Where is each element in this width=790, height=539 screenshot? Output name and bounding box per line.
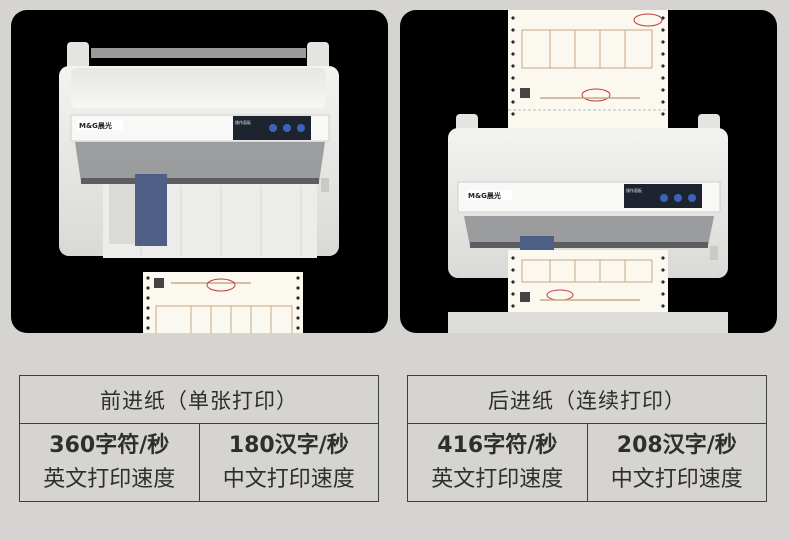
continuous-form-front: [508, 250, 668, 312]
control-panel: 操作面板: [624, 184, 702, 208]
button-1[interactable]: [269, 124, 277, 132]
button-3[interactable]: [688, 194, 696, 202]
spec-value: 180汉字/秒: [228, 433, 349, 458]
brand-logo: M&G晨光: [466, 190, 512, 200]
spec-label: 中文打印速度: [222, 467, 355, 492]
svg-text:操作面板: 操作面板: [626, 187, 642, 193]
brand-logo: M&G晨光: [77, 120, 123, 130]
spec-label: 中文打印速度: [610, 467, 743, 492]
left-paper-guide: [67, 42, 89, 72]
button-3[interactable]: [297, 124, 305, 132]
spec-table-front-feed: 前进纸（单张打印） 360字符/秒 英文打印速度 180汉字/秒 中文打印速度: [19, 375, 379, 502]
spec-table-rear-feed: 后进纸（连续打印） 416字符/秒 英文打印速度 208汉字/秒 中文打印速度: [407, 375, 767, 502]
printed-form-sheet: [143, 272, 303, 333]
smoked-cover: [464, 216, 714, 246]
spec-cell-chinese: 208汉字/秒 中文打印速度: [586, 424, 767, 502]
spec-label: 英文打印速度: [43, 467, 176, 492]
spec-title: 前进纸（单张打印）: [20, 376, 378, 424]
spec-cell-english: 360字符/秒 英文打印速度: [20, 424, 199, 502]
button-2[interactable]: [674, 194, 682, 202]
control-panel: 操作面板: [233, 116, 311, 140]
spec-value: 360字符/秒: [49, 433, 170, 458]
printer-illustration-rear: M&G晨光 操作面板: [448, 10, 728, 333]
svg-text:M&G晨光: M&G晨光: [79, 121, 112, 130]
product-photo-rear-feed: M&G晨光 操作面板: [400, 10, 777, 333]
spec-value: 208汉字/秒: [616, 433, 737, 458]
spec-value: 416字符/秒: [437, 433, 558, 458]
spec-label: 英文打印速度: [431, 467, 564, 492]
spec-cell-english: 416字符/秒 英文打印速度: [408, 424, 587, 502]
smoked-cover: [75, 142, 325, 182]
button-1[interactable]: [660, 194, 668, 202]
paper-guide-slider: [135, 174, 167, 246]
button-2[interactable]: [283, 124, 291, 132]
continuous-form-top: [508, 10, 668, 128]
product-photo-front-feed: M&G晨光 操作面板: [11, 10, 388, 333]
svg-text:M&G晨光: M&G晨光: [468, 191, 501, 200]
spec-title: 后进纸（连续打印）: [408, 376, 766, 424]
svg-text:操作面板: 操作面板: [235, 119, 251, 125]
printer-illustration-front: M&G晨光 操作面板: [59, 42, 339, 333]
spec-cell-chinese: 180汉字/秒 中文打印速度: [198, 424, 379, 502]
right-paper-guide: [307, 42, 329, 72]
